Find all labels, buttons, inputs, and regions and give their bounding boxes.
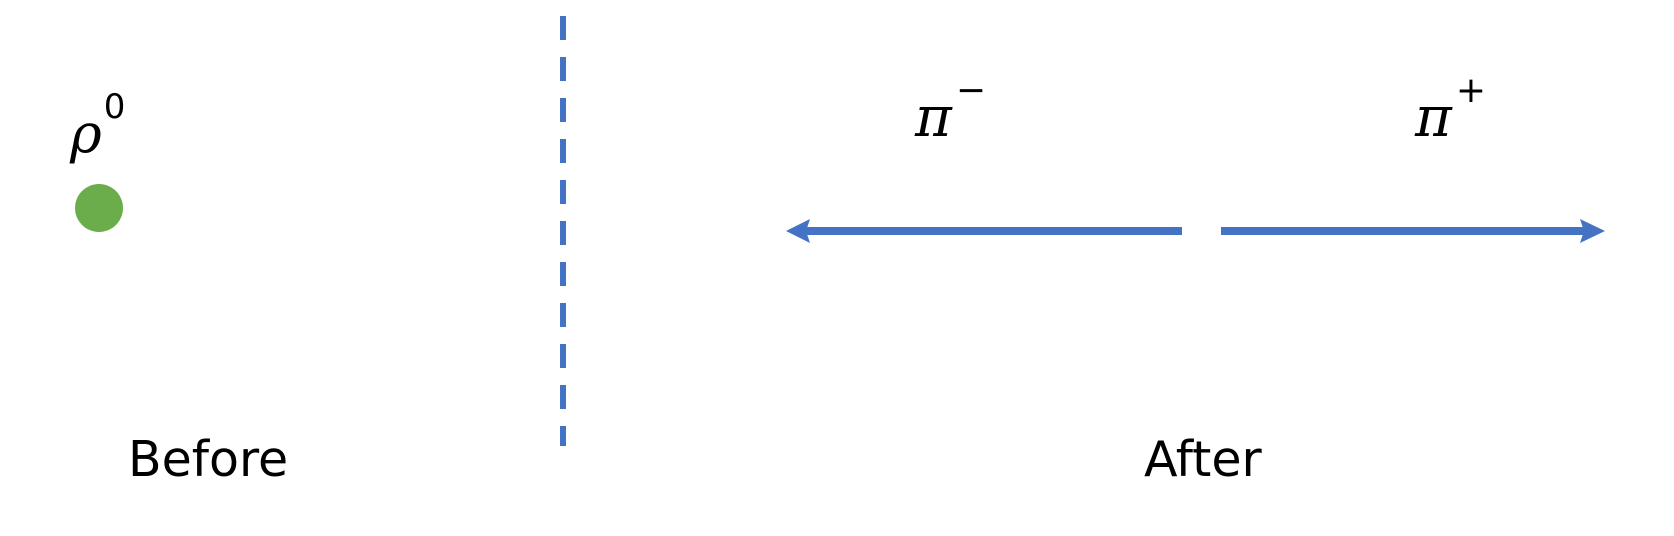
pi-minus-label: π− [914, 70, 986, 150]
before-caption: Before [128, 431, 288, 488]
rho-particle-dot [75, 184, 123, 232]
pi-plus-symbol: π [1414, 85, 1453, 150]
pi-minus-arrow [786, 219, 1182, 243]
pi-plus-label: π+ [1414, 70, 1486, 150]
pi-minus-symbol: π [914, 85, 953, 150]
rho-charge: 0 [104, 87, 126, 127]
pi-plus-arrowhead [1580, 219, 1605, 243]
pi-minus-arrowhead [786, 219, 810, 243]
rho-symbol: ρ [69, 102, 102, 165]
rho-zero-label: ρ0 [69, 87, 125, 165]
before-panel: ρ0 Before [69, 87, 288, 488]
pi-plus-arrow [1221, 219, 1605, 243]
after-caption: After [1144, 431, 1263, 488]
pi-plus-charge: + [1456, 70, 1486, 111]
pi-minus-charge: − [956, 70, 986, 111]
after-panel: π− π+ After [786, 70, 1605, 488]
